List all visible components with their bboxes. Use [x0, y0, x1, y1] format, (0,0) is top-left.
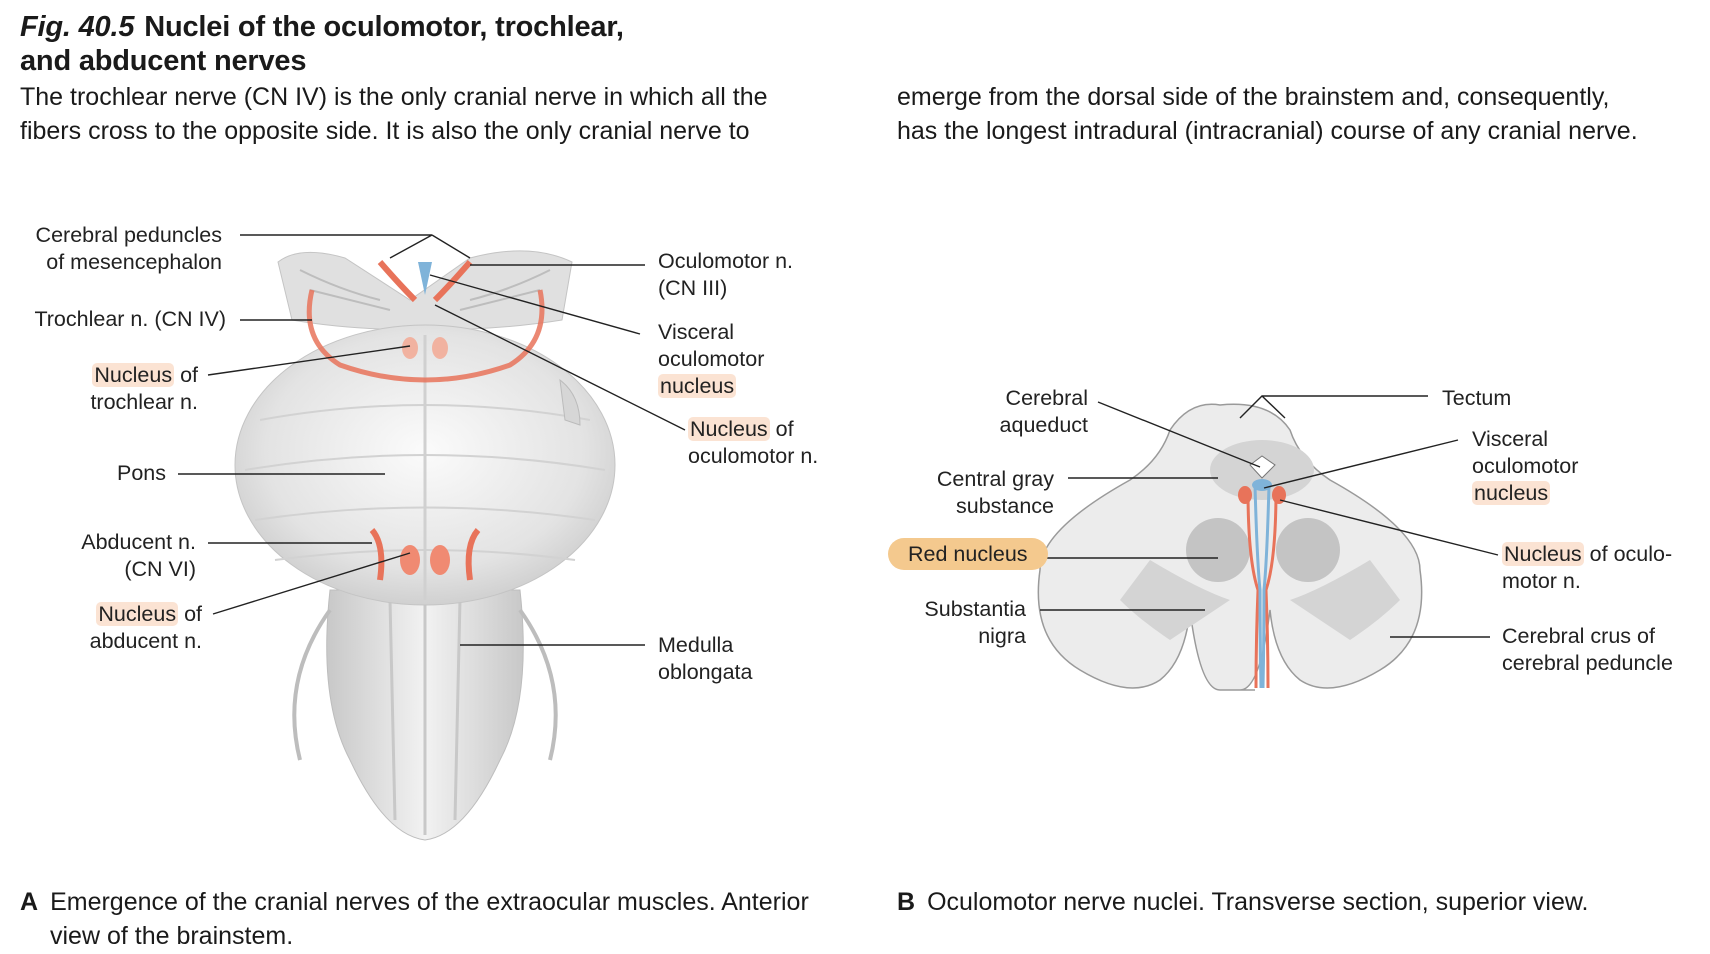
label-medulla-oblongata: Medulla oblongata	[658, 632, 752, 686]
label-visceral-oculomotor-a: Visceral oculomotor nucleus	[658, 319, 764, 400]
label-crus-line1: Cerebral crus of	[1502, 623, 1673, 650]
label-nucleus-trochlear: Nucleus of trochlear n.	[70, 362, 198, 416]
transverse-section	[1038, 404, 1421, 690]
caption-b: B Oculomotor nerve nuclei. Transverse sec…	[897, 885, 1588, 919]
label-cerebral-peduncles-line2: of mesencephalon	[28, 249, 222, 276]
label-abducent-n-line2: (CN VI)	[60, 556, 196, 583]
label-nucleus-oculomotor: Nucleus of oculomotor n.	[688, 416, 818, 470]
nucleus-oculomotor-of: of	[770, 417, 794, 441]
label-abducent-n: Abducent n. (CN VI)	[60, 529, 196, 583]
brainstem-anterior-view	[235, 251, 615, 840]
caption-a-letter: A	[20, 888, 38, 916]
label-abducent-n-line1: Abducent n.	[60, 529, 196, 556]
nucleus-oculomotor-highlight: Nucleus	[688, 417, 770, 441]
leader-cerebral-peduncles	[240, 235, 470, 258]
label-visceral-oculomotor-b: Visceral oculomotor nucleus	[1472, 426, 1578, 507]
label-medulla-line2: oblongata	[658, 659, 752, 686]
label-substantia-nigra: Substantia nigra	[900, 596, 1026, 650]
label-central-gray: Central gray substance	[920, 466, 1054, 520]
label-visceral-b-line2: oculomotor	[1472, 453, 1578, 480]
caption-a-line2: view of the brainstem.	[20, 919, 840, 953]
label-central-gray-line2: substance	[920, 493, 1054, 520]
label-visceral-a-line1: Visceral	[658, 319, 764, 346]
label-nucleus-oculomotor-line2: oculomotor n.	[688, 443, 818, 470]
nucleus-trochlear-of: of	[174, 363, 198, 387]
caption-a: A Emergence of the cranial nerves of the …	[20, 885, 840, 953]
nucleus-abducent-highlight: Nucleus	[96, 602, 178, 626]
label-oculomotor-n: Oculomotor n. (CN III)	[658, 248, 793, 302]
red-nucleus-highlight: Red nucleus	[888, 538, 1048, 570]
label-oculomotor-n-line1: Oculomotor n.	[658, 248, 793, 275]
label-visceral-a-line2: oculomotor	[658, 346, 764, 373]
label-medulla-line1: Medulla	[658, 632, 752, 659]
label-nucleus-abducent-line2: abducent n.	[70, 628, 202, 655]
label-tectum: Tectum	[1442, 385, 1511, 412]
nucleus-oculo-b-rest: of oculo-	[1584, 542, 1672, 566]
nucleus-oculo-b-highlight: Nucleus	[1502, 542, 1584, 566]
label-substantia-line2: nigra	[900, 623, 1026, 650]
caption-b-letter: B	[897, 888, 915, 916]
label-nucleus-oculo-b-line2: motor n.	[1502, 568, 1672, 595]
label-red-nucleus: Red nucleus	[888, 541, 1048, 568]
caption-a-line1: Emergence of the cranial nerves of the e…	[50, 888, 809, 916]
label-trochlear-n: Trochlear n. (CN IV)	[20, 306, 226, 333]
label-nucleus-abducent: Nucleus of abducent n.	[70, 601, 202, 655]
label-oculomotor-n-line2: (CN III)	[658, 275, 793, 302]
label-cerebral-peduncles-line1: Cerebral peduncles	[28, 222, 222, 249]
caption-b-line1: Oculomotor nerve nuclei. Transverse sect…	[927, 888, 1588, 916]
visceral-b-highlight: nucleus	[1472, 481, 1550, 505]
label-visceral-b-line1: Visceral	[1472, 426, 1578, 453]
nucleus-trochlear-highlight: Nucleus	[92, 363, 174, 387]
label-central-gray-line1: Central gray	[920, 466, 1054, 493]
label-pons: Pons	[90, 460, 166, 487]
label-substantia-line1: Substantia	[900, 596, 1026, 623]
label-cerebral-aqueduct-line2: aqueduct	[980, 412, 1088, 439]
label-nucleus-trochlear-line2: trochlear n.	[70, 389, 198, 416]
label-cerebral-aqueduct: Cerebral aqueduct	[980, 385, 1088, 439]
label-cerebral-crus: Cerebral crus of cerebral peduncle	[1502, 623, 1673, 677]
label-crus-line2: cerebral peduncle	[1502, 650, 1673, 677]
label-nucleus-oculo-b: Nucleus of oculo- motor n.	[1502, 541, 1672, 595]
nucleus-abducent-of: of	[178, 602, 202, 626]
label-cerebral-aqueduct-line1: Cerebral	[980, 385, 1088, 412]
label-cerebral-peduncles: Cerebral peduncles of mesencephalon	[28, 222, 222, 276]
visceral-a-highlight: nucleus	[658, 374, 736, 398]
